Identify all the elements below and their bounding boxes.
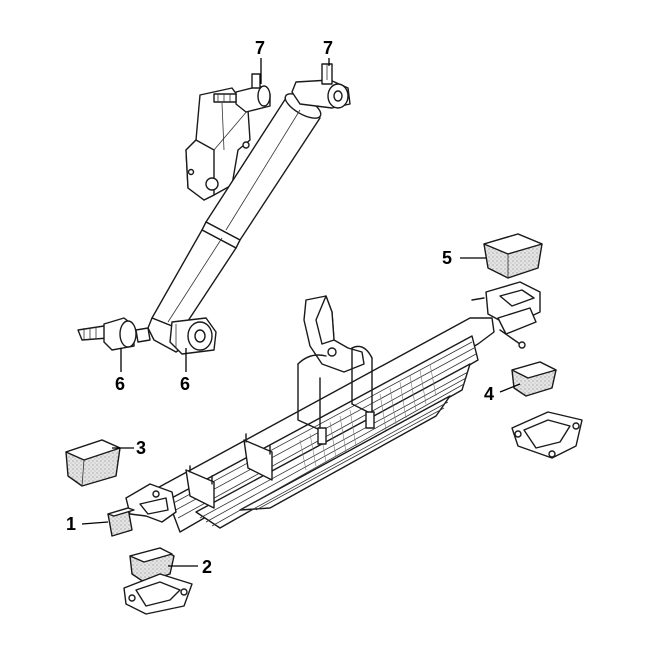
shock-absorber xyxy=(77,63,351,355)
shock-upper-bracket xyxy=(185,87,251,201)
leader-lines xyxy=(81,58,521,567)
leader-1 xyxy=(81,521,109,525)
callout-2: 2 xyxy=(202,557,212,577)
u-bolt-saddle xyxy=(297,295,375,445)
leader-4 xyxy=(499,383,521,393)
shock-cylinder xyxy=(201,93,322,249)
callout-7-left: 7 xyxy=(255,38,265,58)
mount-plate-rear xyxy=(511,411,583,459)
rubber-pad-4 xyxy=(511,361,557,397)
spring-clamp-2 xyxy=(243,433,273,481)
shock-lower-stud xyxy=(77,317,151,351)
callout-4: 4 xyxy=(484,384,494,404)
callout-6-right: 6 xyxy=(180,374,190,394)
shock-upper-stud-bush xyxy=(213,73,271,113)
spring-front-eye xyxy=(125,483,177,523)
shock-lower-eye xyxy=(169,317,217,355)
rubber-pad-3 xyxy=(65,439,121,487)
shock-upper-eye xyxy=(291,63,351,109)
spring-rear-shackle xyxy=(471,281,541,349)
rubber-pad-1 xyxy=(107,507,135,537)
callout-1: 1 xyxy=(66,514,76,534)
mount-plate-front xyxy=(123,573,193,615)
callout-3: 3 xyxy=(136,438,146,458)
callout-7-right: 7 xyxy=(323,38,333,58)
rubber-pad-2 xyxy=(129,547,175,583)
rubber-pad-5 xyxy=(483,233,543,279)
callout-labels: 1 2 3 4 5 6 6 7 7 xyxy=(66,38,494,577)
spring-clamp-1 xyxy=(185,465,215,509)
callout-5: 5 xyxy=(442,248,452,268)
leaf-end-hatch xyxy=(299,363,437,471)
leaf-spring xyxy=(125,281,541,533)
callout-6-left: 6 xyxy=(115,374,125,394)
